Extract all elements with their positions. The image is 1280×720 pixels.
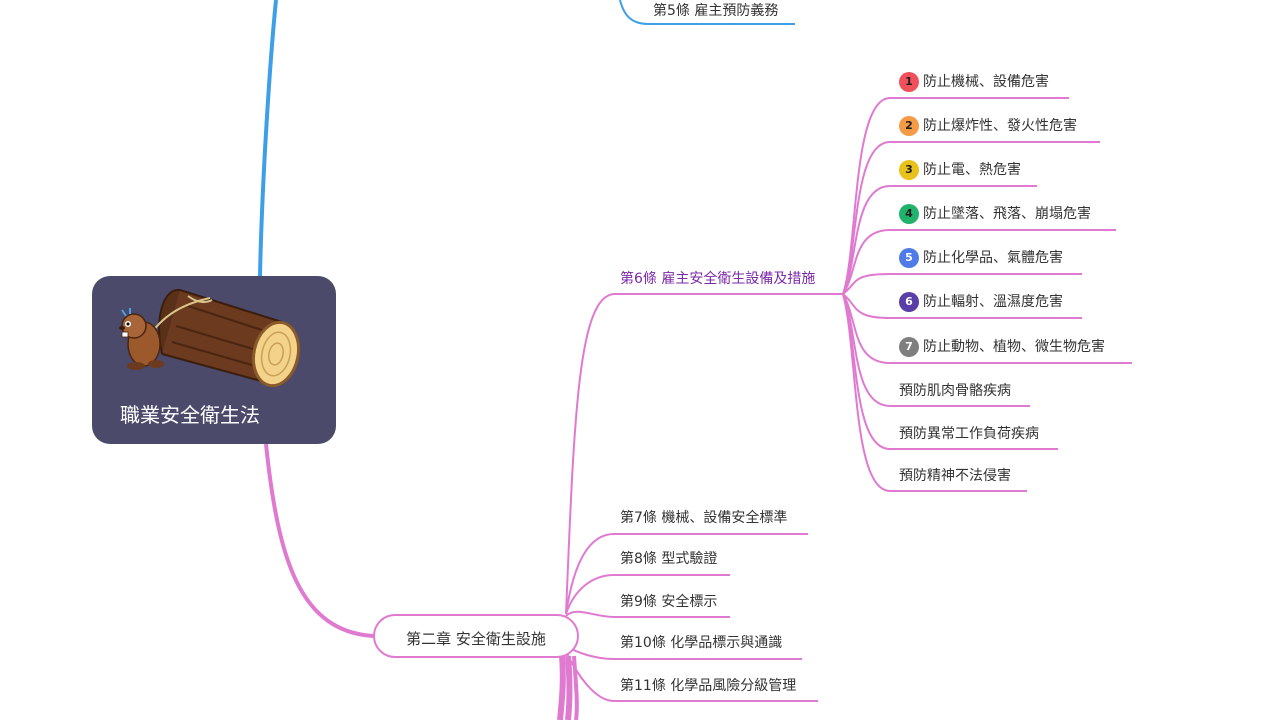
number-4-icon: 4 bbox=[899, 204, 919, 224]
node-item-10[interactable]: 預防精神不法侵害 bbox=[899, 467, 1011, 485]
node-label: 第8條 型式驗證 bbox=[620, 551, 718, 567]
node-label: 預防異常工作負荷疾病 bbox=[899, 426, 1039, 442]
node-label: 預防肌肉骨骼疾病 bbox=[899, 383, 1011, 399]
chapter-links bbox=[557, 293, 843, 720]
link-root-to-top bbox=[258, 0, 278, 277]
number-2-icon: 2 bbox=[899, 116, 919, 136]
node-label: 防止電、熱危害 bbox=[923, 162, 1021, 178]
node-label: 防止爆炸性、發火性危害 bbox=[923, 118, 1077, 134]
node-article-10[interactable]: 第10條 化學品標示與通識 bbox=[620, 634, 782, 652]
root-title: 職業安全衛生法 bbox=[120, 403, 260, 427]
node-article-5[interactable]: 第5條 雇主預防義務 bbox=[653, 2, 778, 20]
article6-links bbox=[842, 97, 1132, 492]
log-icon bbox=[158, 288, 301, 388]
node-label: 第9條 安全標示 bbox=[620, 594, 718, 610]
node-label: 防止墜落、飛落、崩塌危害 bbox=[923, 206, 1091, 222]
node-label: 第6條 雇主安全衛生設備及措施 bbox=[620, 271, 816, 287]
node-label: 防止輻射、溫濕度危害 bbox=[923, 294, 1063, 310]
number-7-icon: 7 bbox=[899, 337, 919, 357]
beaver-icon bbox=[119, 308, 164, 370]
node-article-6[interactable]: 第6條 雇主安全衛生設備及措施 bbox=[620, 270, 815, 288]
number-3-icon: 3 bbox=[899, 160, 919, 180]
node-article-8[interactable]: 第8條 型式驗證 bbox=[620, 550, 717, 568]
chapter-label: 第二章 安全衛生設施 bbox=[406, 630, 546, 648]
node-label: 防止機械、設備危害 bbox=[923, 74, 1049, 90]
link-root-to-chapter bbox=[264, 443, 375, 638]
node-label: 第10條 化學品標示與通識 bbox=[620, 635, 783, 651]
number-6-icon: 6 bbox=[899, 292, 919, 312]
node-article-7[interactable]: 第7條 機械、設備安全標準 bbox=[620, 509, 787, 527]
number-1-icon: 1 bbox=[899, 72, 919, 92]
node-label: 第5條 雇主預防義務 bbox=[653, 3, 779, 19]
node-label: 防止化學品、氣體危害 bbox=[923, 250, 1063, 266]
node-label: 預防精神不法侵害 bbox=[899, 468, 1011, 484]
node-label: 第11條 化學品風險分級管理 bbox=[620, 678, 797, 694]
link-top-item bbox=[619, 0, 795, 25]
node-item-9[interactable]: 預防異常工作負荷疾病 bbox=[899, 425, 1039, 443]
beaver-log-illustration bbox=[119, 288, 301, 388]
node-article-11[interactable]: 第11條 化學品風險分級管理 bbox=[620, 677, 796, 695]
node-label: 第7條 機械、設備安全標準 bbox=[620, 510, 788, 526]
number-5-icon: 5 bbox=[899, 248, 919, 268]
node-item-8[interactable]: 預防肌肉骨骼疾病 bbox=[899, 382, 1011, 400]
node-article-9[interactable]: 第9條 安全標示 bbox=[620, 593, 717, 611]
root-node[interactable]: 職業安全衛生法 bbox=[92, 276, 336, 444]
node-label: 防止動物、植物、微生物危害 bbox=[923, 339, 1105, 355]
node-chapter-2[interactable]: 第二章 安全衛生設施 bbox=[373, 614, 579, 658]
